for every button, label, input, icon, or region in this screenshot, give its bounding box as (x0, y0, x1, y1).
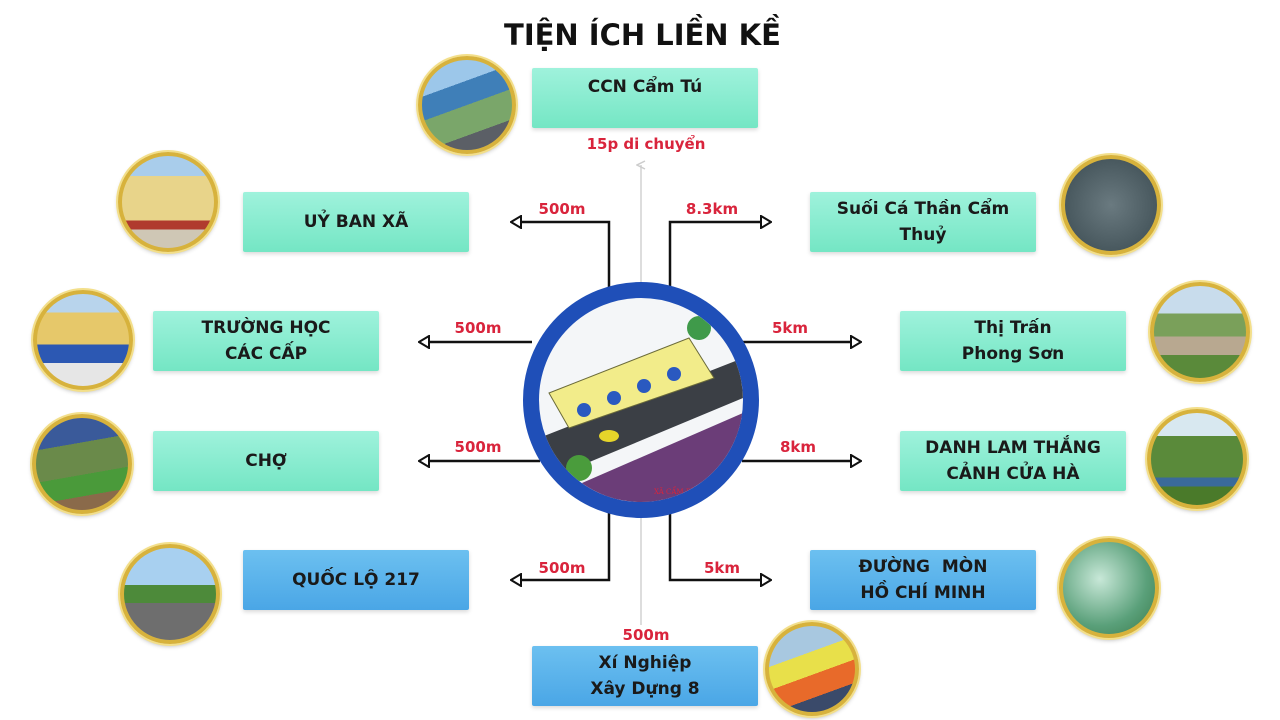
distance-label: 5km (703, 559, 741, 577)
photo-industrial-park (418, 56, 516, 154)
photo-ho-chi-minh-trail (1059, 538, 1159, 638)
distance-label: 500m (538, 200, 586, 218)
place-label: Xây Dựng 8 (590, 679, 700, 699)
place-box-uy-ban-xa: UỶ BAN XÃ (243, 192, 469, 252)
map-caption: XÃ CẨM BÌNH - HU (654, 488, 725, 496)
photo-fish-stream (1061, 155, 1161, 255)
place-label: CCN Cẩm Tú (587, 77, 703, 97)
arrow-left-1 (512, 222, 611, 288)
place-label: Suối Cá Thần Cẩm (836, 199, 1010, 219)
photo-commune-office (118, 152, 218, 252)
place-label: DANH LAM THẮNG (925, 438, 1101, 458)
place-label: Thuỷ (899, 225, 947, 245)
place-label: CHỢ (245, 451, 287, 471)
place-box-cho: CHỢ (153, 431, 379, 491)
arrow-right-4 (668, 512, 770, 580)
photo-school (33, 290, 133, 390)
photo-town (1150, 282, 1250, 382)
page-title: TIỆN ÍCH LIỀN KỀ (504, 18, 781, 52)
arrow-left-4 (512, 512, 611, 580)
place-box-ccn-cam-tu: CCN Cẩm Tú (532, 68, 758, 128)
place-label: TRƯỜNG HỌC (201, 318, 331, 338)
place-box-truong-hoc: TRƯỜNG HỌC CÁC CẤP (153, 311, 379, 371)
distance-label: 500m (454, 438, 502, 456)
site-plan-illustration (539, 316, 743, 502)
place-label: ĐƯỜNG MÒN (858, 557, 988, 577)
photo-cua-ha (1147, 409, 1247, 509)
distance-label: 8.3km (685, 200, 739, 218)
distance-label: 500m (622, 626, 670, 644)
place-box-duong-mon: ĐƯỜNG MÒN HỒ CHÍ MINH (810, 550, 1036, 610)
photo-market (32, 414, 132, 514)
place-label: QUỐC LỘ 217 (292, 570, 420, 590)
place-label: Phong Sơn (961, 344, 1065, 364)
place-label: CẢNH CỬA HÀ (946, 464, 1080, 484)
distance-label: 5km (771, 319, 809, 337)
place-label: HỒ CHÍ MINH (860, 583, 986, 603)
project-map-circle: XÃ CẨM BÌNH - HU (523, 282, 759, 518)
place-label: CÁC CẤP (224, 344, 308, 364)
arrow-right-1 (668, 222, 770, 288)
distance-label: 500m (538, 559, 586, 577)
photo-construction-workers (765, 622, 859, 716)
photo-highway (120, 544, 220, 644)
place-label: Xí Nghiệp (598, 653, 692, 673)
travel-time-label: 15p di chuyển (586, 135, 706, 153)
place-label: Thị Trấn (974, 318, 1052, 338)
place-box-quoc-lo-217: QUỐC LỘ 217 (243, 550, 469, 610)
distance-label: 500m (454, 319, 502, 337)
distance-label: 8km (779, 438, 817, 456)
place-label: UỶ BAN XÃ (303, 212, 409, 232)
place-box-danh-lam: DANH LAM THẮNG CẢNH CỬA HÀ (900, 431, 1126, 491)
